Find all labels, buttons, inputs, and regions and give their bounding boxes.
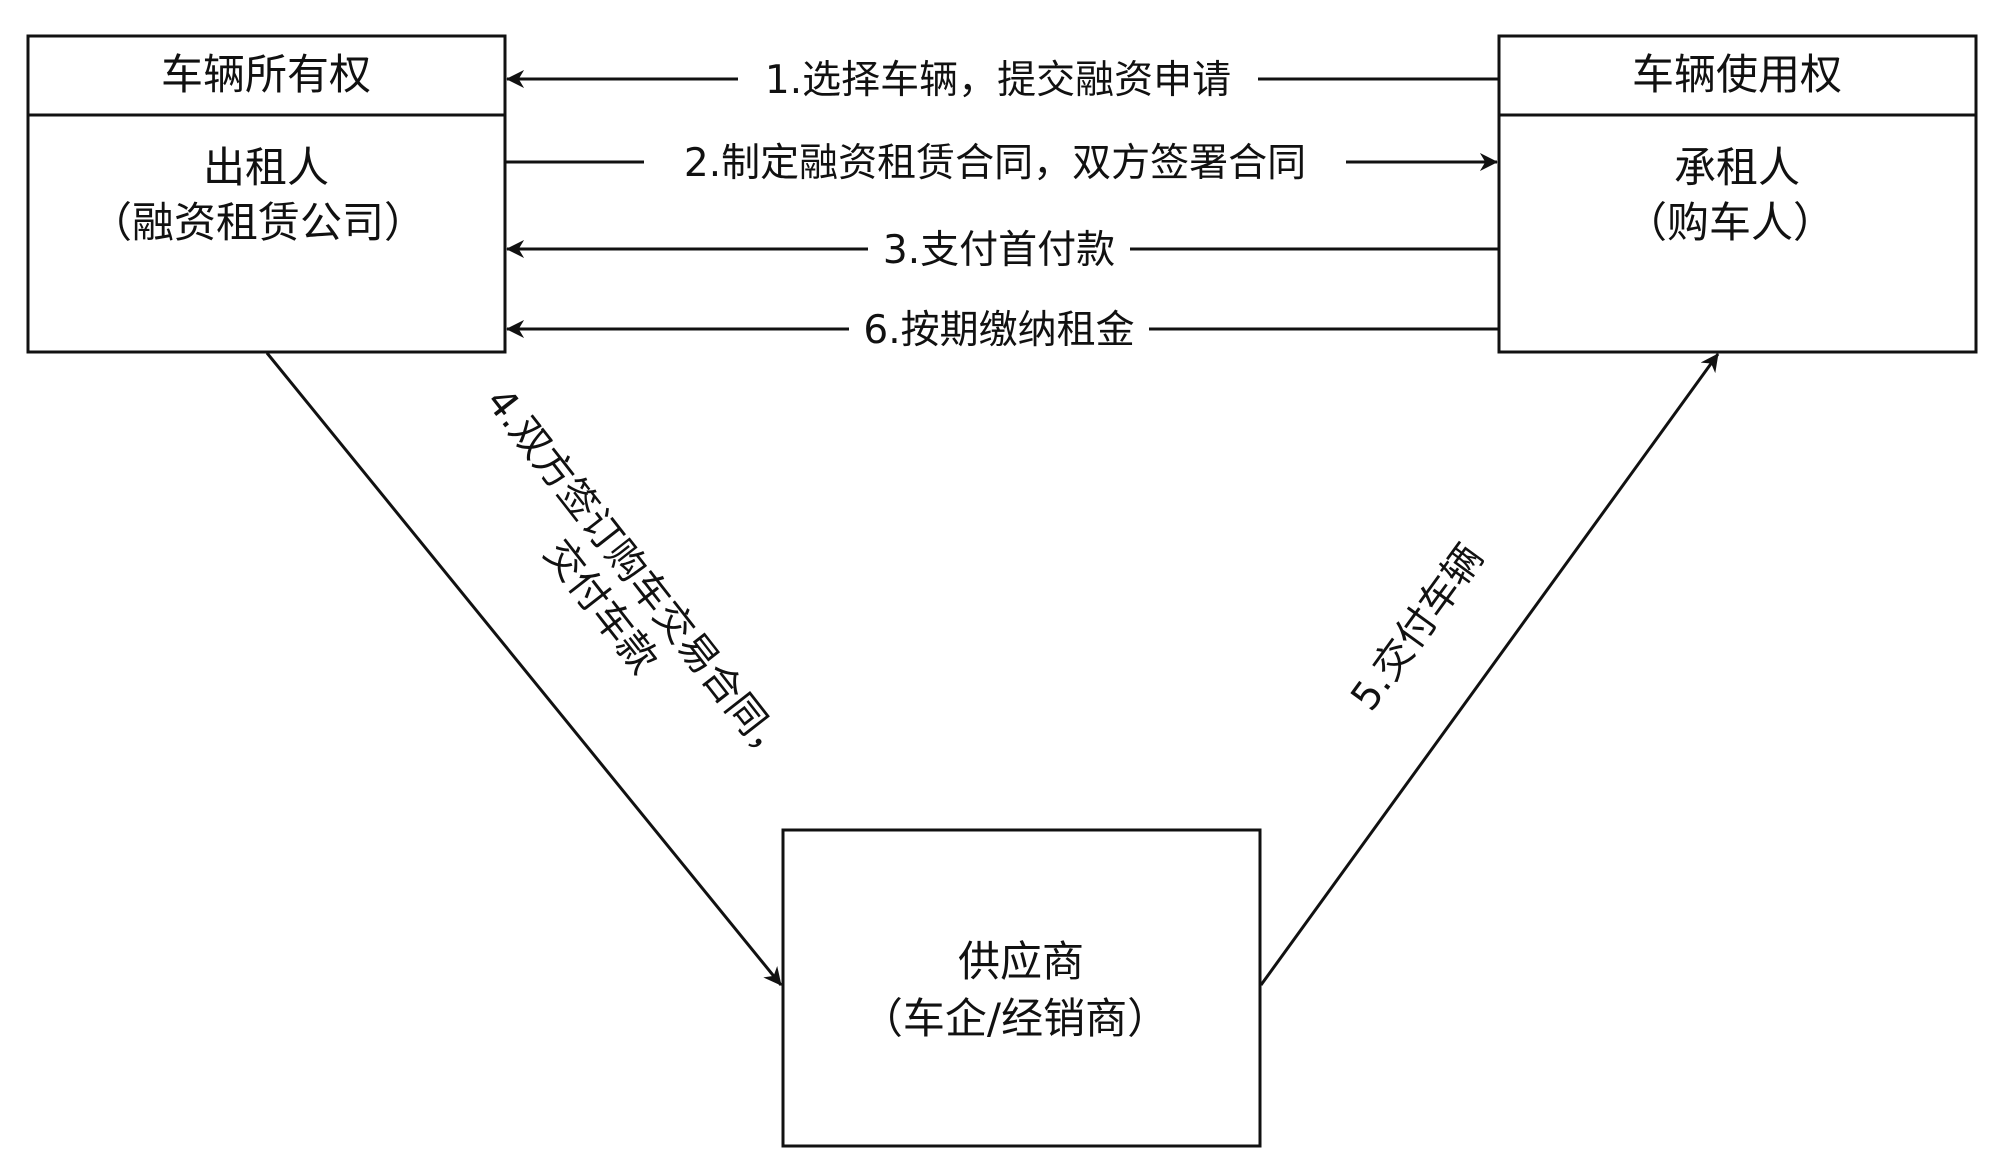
edge-5-arrow: [1259, 353, 1720, 986]
edge-2-label-bg: [644, 135, 1346, 189]
lessor-header: 车辆所有权: [161, 50, 371, 99]
lessor-name: 出租人: [203, 143, 329, 192]
edge-2: 2.制定融资租赁合同，双方签署合同: [505, 135, 1498, 189]
lessor-box: [26, 34, 507, 354]
edge-3-label-bg: [868, 222, 1130, 276]
lessee-node: 车辆使用权 承租人 （购车人）: [1497, 34, 1978, 354]
edge-6: 6.按期缴纳租金: [506, 302, 1499, 356]
supplier-box: [781, 828, 1262, 1148]
edge-1: 1.选择车辆，提交融资申请: [506, 52, 1499, 106]
edge-5-label: 5.交付车辆: [1343, 536, 1493, 719]
edge-4-label-group: 4.双方签订购车交易合同， 交付车款: [477, 380, 799, 775]
edge-1-label: 1.选择车辆，提交融资申请: [765, 58, 1231, 103]
edge-4-label-line1: 4.双方签订购车交易合同，: [477, 380, 799, 775]
edge-1-label-bg: [738, 52, 1258, 106]
edge-5-label-group: 5.交付车辆: [1343, 536, 1493, 719]
lessor-node: 车辆所有权 出租人 （融资租赁公司）: [26, 34, 507, 354]
edge-2-label: 2.制定融资租赁合同，双方签署合同: [684, 141, 1306, 186]
edge-6-label-bg: [849, 302, 1149, 356]
edge-6-label: 6.按期缴纳租金: [863, 308, 1134, 353]
edge-3-label: 3.支付首付款: [883, 228, 1115, 273]
edge-3: 3.支付首付款: [506, 222, 1499, 276]
edge-4-arrow: [265, 352, 783, 986]
lessor-subtitle: （融资租赁公司）: [90, 198, 426, 247]
supplier-subtitle: （车企/经销商）: [861, 994, 1169, 1043]
supplier-name: 供应商: [958, 937, 1084, 986]
supplier-node: 供应商 （车企/经销商）: [781, 828, 1262, 1148]
lessee-box: [1497, 34, 1978, 354]
edge-4: 4.双方签订购车交易合同， 交付车款: [265, 352, 799, 986]
lessee-header: 车辆使用权: [1632, 50, 1842, 99]
lessee-subtitle: （购车人）: [1625, 198, 1835, 247]
edge-5: 5.交付车辆: [1259, 353, 1720, 986]
lessee-name: 承租人: [1674, 143, 1800, 192]
